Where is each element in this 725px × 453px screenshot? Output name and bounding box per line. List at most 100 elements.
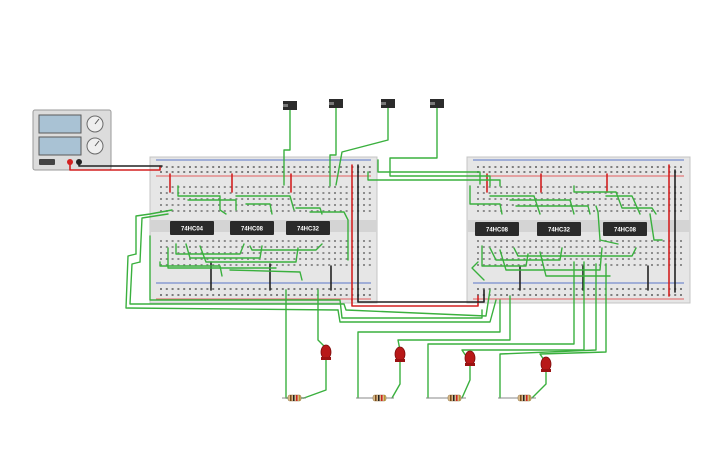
rail-hole[interactable]	[252, 288, 255, 290]
breadboard-hole[interactable]	[270, 258, 273, 260]
breadboard-hole[interactable]	[270, 198, 273, 200]
breadboard-hole[interactable]	[656, 258, 659, 260]
breadboard-hole[interactable]	[218, 252, 220, 254]
rail-hole[interactable]	[488, 171, 491, 173]
breadboard-hole[interactable]	[598, 210, 601, 212]
breadboard-hole[interactable]	[339, 186, 342, 188]
breadboard-hole[interactable]	[569, 192, 572, 194]
breadboard-hole[interactable]	[639, 186, 642, 188]
breadboard-hole[interactable]	[264, 252, 267, 254]
breadboard-hole[interactable]	[575, 204, 578, 206]
switch-lever[interactable]	[283, 104, 288, 107]
breadboard-hole[interactable]	[535, 204, 537, 206]
rail-hole[interactable]	[189, 294, 191, 296]
breadboard-hole[interactable]	[488, 264, 491, 266]
breadboard-hole[interactable]	[651, 204, 653, 206]
breadboard-hole[interactable]	[334, 186, 336, 188]
breadboard-hole[interactable]	[258, 246, 261, 248]
breadboard-hole[interactable]	[322, 264, 325, 266]
rail-hole[interactable]	[287, 294, 290, 296]
breadboard-hole[interactable]	[662, 204, 665, 206]
breadboard-hole[interactable]	[189, 192, 191, 194]
rail-hole[interactable]	[598, 294, 601, 296]
breadboard-hole[interactable]	[529, 252, 532, 254]
breadboard-hole[interactable]	[593, 198, 595, 200]
wire-led-3-cathode[interactable]	[461, 363, 471, 399]
rail-hole[interactable]	[639, 288, 642, 290]
breadboard-hole[interactable]	[616, 186, 619, 188]
rail-hole[interactable]	[540, 166, 543, 168]
breadboard-hole[interactable]	[322, 186, 325, 188]
breadboard-hole[interactable]	[610, 210, 613, 212]
breadboard-hole[interactable]	[183, 252, 186, 254]
wire-output-4[interactable]	[499, 263, 597, 399]
breadboard-hole[interactable]	[212, 252, 215, 254]
breadboard-hole[interactable]	[604, 252, 607, 254]
breadboard-hole[interactable]	[494, 198, 497, 200]
breadboard-hole[interactable]	[558, 264, 561, 266]
breadboard-hole[interactable]	[252, 192, 255, 194]
breadboard-hole[interactable]	[252, 204, 255, 206]
breadboard-hole[interactable]	[200, 192, 203, 194]
rail-hole[interactable]	[482, 171, 485, 173]
wire-logic[interactable]	[649, 213, 663, 241]
breadboard-hole[interactable]	[345, 240, 348, 242]
rail-hole[interactable]	[523, 294, 526, 296]
breadboard-hole[interactable]	[627, 246, 630, 248]
breadboard-hole[interactable]	[500, 198, 503, 200]
rail-hole[interactable]	[247, 166, 249, 168]
breadboard-hole[interactable]	[206, 258, 209, 260]
breadboard-hole[interactable]	[218, 258, 220, 260]
breadboard-hole[interactable]	[223, 210, 226, 212]
breadboard-hole[interactable]	[270, 186, 273, 188]
breadboard-hole[interactable]	[160, 198, 162, 200]
breadboard-hole[interactable]	[482, 210, 485, 212]
breadboard-hole[interactable]	[540, 204, 543, 206]
rail-hole[interactable]	[235, 166, 238, 168]
breadboard-hole[interactable]	[206, 252, 209, 254]
breadboard-hole[interactable]	[160, 204, 162, 206]
rail-hole[interactable]	[223, 288, 226, 290]
breadboard-hole[interactable]	[506, 192, 508, 194]
breadboard-hole[interactable]	[235, 240, 238, 242]
breadboard-hole[interactable]	[206, 210, 209, 212]
breadboard-hole[interactable]	[506, 252, 508, 254]
breadboard-hole[interactable]	[299, 192, 302, 194]
rail-hole[interactable]	[171, 166, 174, 168]
breadboard-hole[interactable]	[593, 210, 595, 212]
rail-hole[interactable]	[229, 294, 232, 296]
breadboard-hole[interactable]	[680, 186, 682, 188]
breadboard-hole[interactable]	[270, 192, 273, 194]
rail-hole[interactable]	[252, 294, 255, 296]
breadboard-hole[interactable]	[656, 264, 659, 266]
breadboard-hole[interactable]	[552, 240, 555, 242]
breadboard-hole[interactable]	[299, 258, 302, 260]
breadboard-hole[interactable]	[662, 264, 665, 266]
breadboard-hole[interactable]	[604, 246, 607, 248]
breadboard-hole[interactable]	[593, 240, 595, 242]
rail-hole[interactable]	[183, 166, 186, 168]
breadboard-hole[interactable]	[511, 252, 514, 254]
breadboard-hole[interactable]	[610, 204, 613, 206]
rail-hole[interactable]	[645, 288, 648, 290]
rail-hole[interactable]	[270, 166, 273, 168]
rail-hole[interactable]	[160, 166, 162, 168]
breadboard-hole[interactable]	[200, 246, 203, 248]
rail-hole[interactable]	[564, 166, 566, 168]
breadboard-hole[interactable]	[633, 192, 636, 194]
rail-hole[interactable]	[494, 288, 497, 290]
breadboard-hole[interactable]	[633, 210, 636, 212]
rail-hole[interactable]	[569, 288, 572, 290]
rail-hole[interactable]	[511, 171, 514, 173]
rail-hole[interactable]	[310, 171, 313, 173]
rail-hole[interactable]	[363, 166, 365, 168]
breadboard-hole[interactable]	[160, 252, 162, 254]
breadboard-hole[interactable]	[575, 252, 578, 254]
breadboard-hole[interactable]	[287, 186, 290, 188]
breadboard-hole[interactable]	[328, 240, 331, 242]
wire-switch-2[interactable]	[329, 107, 337, 187]
breadboard-hole[interactable]	[569, 246, 572, 248]
breadboard-hole[interactable]	[241, 204, 244, 206]
breadboard-hole[interactable]	[517, 258, 520, 260]
